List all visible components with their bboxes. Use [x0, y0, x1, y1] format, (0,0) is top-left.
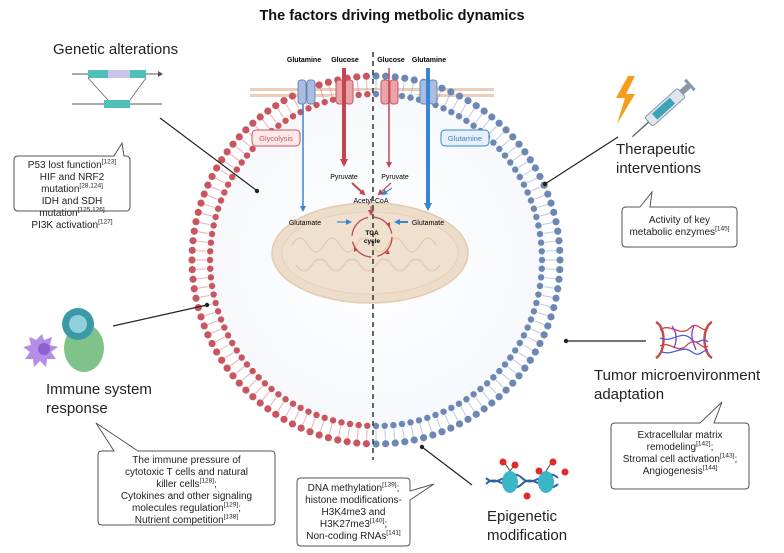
callout-immune: The immune pressure of cytotoxic T cells… — [98, 455, 275, 527]
factor-text: modification — [487, 527, 568, 544]
factor-tme-label: Tumor microenvironment adaptation — [594, 366, 760, 404]
factor-text: Tumor microenvironment — [594, 367, 761, 384]
factor-text: interventions — [616, 160, 702, 177]
connector-therapeutic — [544, 136, 619, 185]
cell-membrane — [188, 72, 564, 448]
callout-line: P53 lost function[123] — [27, 158, 117, 171]
connector-epigenetic — [421, 446, 473, 486]
callout-line: histone modifications- — [305, 495, 402, 506]
callout-line: remodeling[142]; — [646, 440, 714, 453]
transporter-label: Glucose — [377, 57, 405, 64]
factor-text: adaptation — [594, 386, 665, 403]
glycolysis-badge: Glycolysis — [251, 129, 301, 147]
glutamine-badge-label: Glutamine — [448, 134, 482, 143]
transporter-label: Glutamine — [412, 57, 446, 64]
callout-line: Activity of key — [648, 215, 711, 226]
arrow-pyruvate-left — [351, 182, 366, 196]
callout-bubble-epigenetic — [296, 477, 435, 547]
callout-line: Nutrient competition[138] — [134, 513, 239, 526]
callout-line: metabolic enzymes[145] — [629, 225, 730, 238]
callout-line: Non-coding RNAs[141] — [306, 529, 401, 542]
callout-line: HIF and NRF2 — [39, 172, 105, 183]
callout-line: molecules regulation[129]; — [132, 501, 241, 514]
acetyl-coa-label: Acetyl-CoA — [353, 198, 388, 205]
gene-diagram-icon — [72, 70, 163, 108]
immune-cells-icon — [23, 308, 104, 372]
tca-cycle — [351, 216, 393, 258]
callout-line: DNA methylation[139]; — [307, 481, 400, 494]
callout-line: IDH and SDH — [41, 196, 103, 207]
callout-tme: Extracellular matrix remodeling[142]; St… — [611, 430, 749, 478]
transporter-label: Glucose — [331, 57, 359, 64]
transporter-glucose-right — [380, 79, 399, 105]
connector-immune — [112, 304, 208, 327]
callout-line: H3K27me3[140]; — [319, 517, 388, 530]
factor-text: Therapeutic — [616, 141, 696, 158]
callout-epigenetic: DNA methylation[139]; histone modificati… — [297, 481, 410, 543]
arrow-pyruvate-right — [377, 182, 392, 196]
callout-line: Extracellular matrix — [637, 430, 723, 441]
tca-label-2: cycle — [364, 238, 381, 245]
callout-bubble-therapeutic — [621, 190, 738, 248]
factor-genetic-label: Genetic alterations — [53, 40, 178, 59]
callout-therapeutic: Activity of key metabolic enzymes[145] — [622, 215, 737, 239]
factor-epigenetic-label: Epigenetic modification — [487, 507, 567, 545]
callout-line: H3K4me3 and — [321, 507, 386, 518]
callout-line: PI3K activation[127] — [31, 218, 113, 231]
factor-text: Genetic alterations — [53, 41, 179, 58]
callout-line: Stromal cell activation[143]; — [622, 452, 738, 465]
callout-line: cytotoxic T cells and natural — [124, 467, 249, 478]
tca-label-1: TCA — [365, 230, 379, 237]
pyruvate-label-right: Pyruvate — [381, 174, 409, 181]
callout-genetic: P53 lost function[123] HIF and NRF2 muta… — [14, 158, 130, 232]
factor-immune-label: Immune system response — [46, 380, 152, 418]
glycolysis-label: Glycolysis — [259, 134, 293, 143]
callout-line: Cytokines and other signaling — [120, 491, 253, 502]
connector-genetic — [159, 117, 257, 191]
factor-therapeutic-label: Therapeutic interventions — [616, 140, 701, 178]
mitochondrion — [271, 202, 469, 304]
factor-text: Epigenetic — [487, 508, 558, 525]
blood-vessels-icon — [655, 320, 713, 360]
callout-line: Angiogenesis[144] — [642, 464, 718, 477]
factor-text: Immune system — [46, 381, 152, 398]
figure-title: The factors driving metbolic dynamics — [259, 8, 525, 24]
syringe-icon — [616, 76, 696, 138]
pyruvate-label-left: Pyruvate — [330, 174, 358, 181]
dna-histone-icon — [485, 458, 569, 500]
callout-line: mutation[125,126] — [39, 206, 105, 219]
transporter-label: Glutamine — [287, 57, 321, 64]
callout-line: killer cells[128]; — [156, 477, 217, 490]
callout-bubble-tme — [610, 401, 750, 490]
glutamate-label-right: Glutamate — [412, 220, 444, 227]
callout-bubble-genetic — [13, 141, 131, 212]
factor-text: response — [46, 400, 108, 417]
glutamate-label-left: Glutamate — [289, 220, 321, 227]
callout-line: The immune pressure of — [132, 455, 241, 466]
callout-line: mutation[28,124] — [41, 182, 103, 195]
transporter-glutamine-left — [297, 79, 316, 105]
arrow-glutamine-to-acoa — [381, 187, 393, 196]
callout-bubble-immune — [95, 422, 276, 526]
glutamine-badge: Glutamine — [440, 129, 490, 147]
